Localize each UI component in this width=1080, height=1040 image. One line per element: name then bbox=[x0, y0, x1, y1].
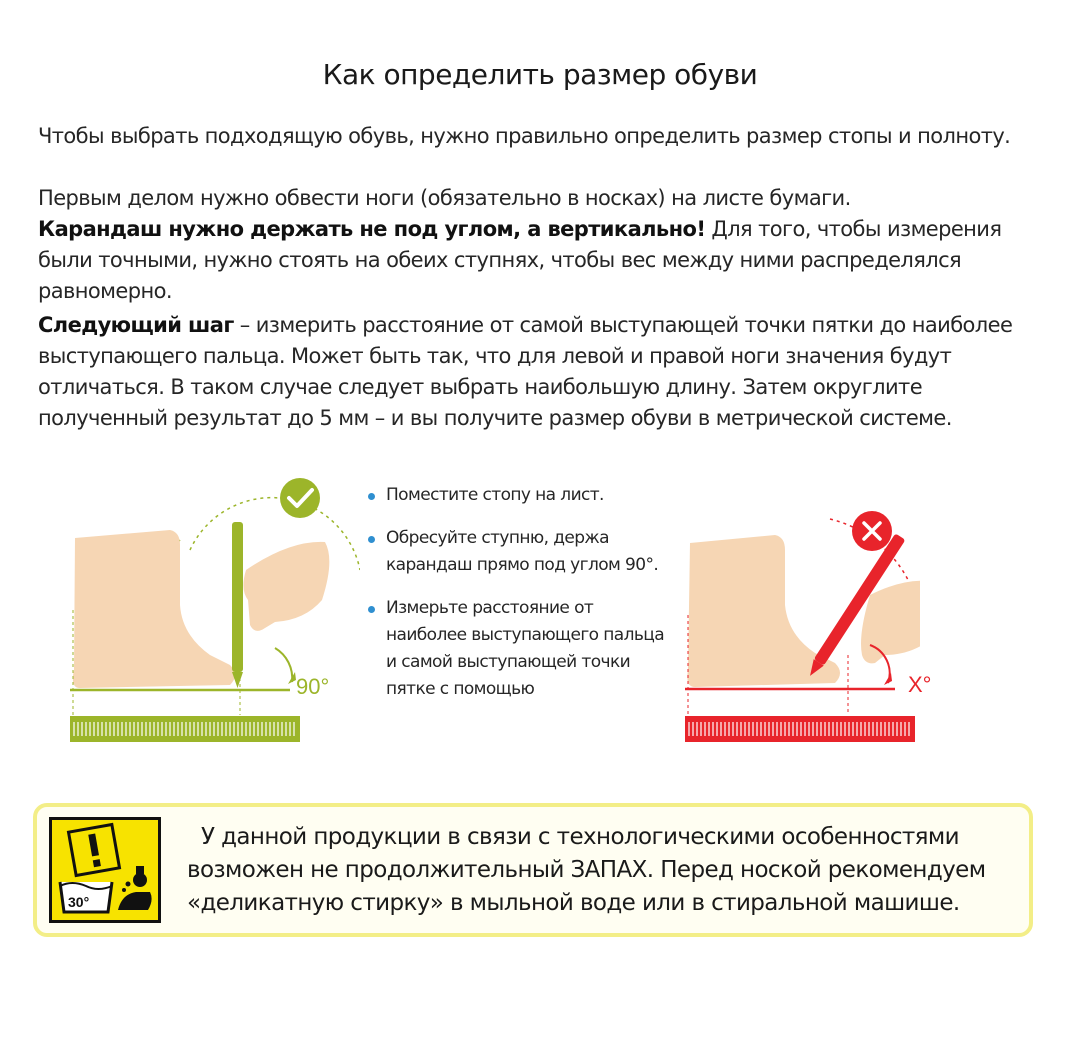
notice-box: 30° У данной продукции в связи с техноло… bbox=[33, 803, 1033, 937]
list-item: Поместите стопу на лист. bbox=[368, 482, 688, 509]
page-title: Как определить размер обуви bbox=[322, 58, 758, 91]
steps-list: Поместите стопу на лист. Обресуйте ступн… bbox=[368, 482, 688, 719]
step1-line1: Первым делом нужно обвести ноги (обязате… bbox=[38, 186, 851, 210]
hand-icon bbox=[243, 541, 330, 631]
step1-bold: Карандаш нужно держать не под углом, а в… bbox=[38, 217, 706, 241]
wrong-measurement-illustration bbox=[685, 511, 920, 742]
correct-measurement-illustration: 90° bbox=[70, 478, 360, 742]
angle-arrow bbox=[288, 672, 296, 684]
cross-icon bbox=[852, 511, 892, 551]
step1-rest: Для того, чтобы измерения были точными, … bbox=[38, 217, 1002, 303]
step-text: Поместите стопу на лист. bbox=[386, 485, 604, 505]
step-text: Обресуйте ступню, держа карандаш прямо п… bbox=[386, 528, 659, 575]
bullet-icon bbox=[368, 493, 375, 500]
wrong-angle-label: X° bbox=[908, 672, 932, 697]
step-text: Измерьте расстояние от наиболее выступаю… bbox=[386, 598, 665, 699]
pencil-icon bbox=[232, 522, 243, 688]
hand-icon bbox=[861, 580, 920, 664]
step1-paragraph: Первым делом нужно обвести ноги (обязате… bbox=[38, 183, 1048, 307]
check-icon bbox=[280, 478, 320, 518]
step2-bold: Следующий шаг bbox=[38, 313, 234, 337]
foot-icon bbox=[72, 530, 235, 688]
bullet-icon bbox=[368, 536, 375, 543]
warning-icon: 30° bbox=[49, 817, 161, 923]
list-item: Обресуйте ступню, держа карандаш прямо п… bbox=[368, 525, 686, 579]
ruler-icon bbox=[685, 716, 915, 742]
step2-paragraph: Следующий шаг – измерить расстояние от с… bbox=[38, 310, 1048, 434]
pencil-icon bbox=[810, 534, 905, 676]
foot-icon bbox=[687, 535, 840, 687]
list-item: Измерьте расстояние от наиболее выступаю… bbox=[368, 595, 676, 703]
angle-label: 90° bbox=[296, 674, 329, 699]
wash-temp-label: 30° bbox=[68, 894, 89, 910]
angle-arc bbox=[274, 647, 294, 683]
angle-arrow bbox=[884, 673, 892, 685]
step2-rest: – измерить расстояние от самой выступающ… bbox=[38, 313, 1013, 430]
intro-paragraph: Чтобы выбрать подходящую обувь, нужно пр… bbox=[38, 124, 1011, 148]
notice-text: У данной продукции в связи с технологиче… bbox=[187, 824, 986, 916]
bullet-icon bbox=[368, 606, 375, 613]
ruler-icon bbox=[70, 716, 300, 742]
